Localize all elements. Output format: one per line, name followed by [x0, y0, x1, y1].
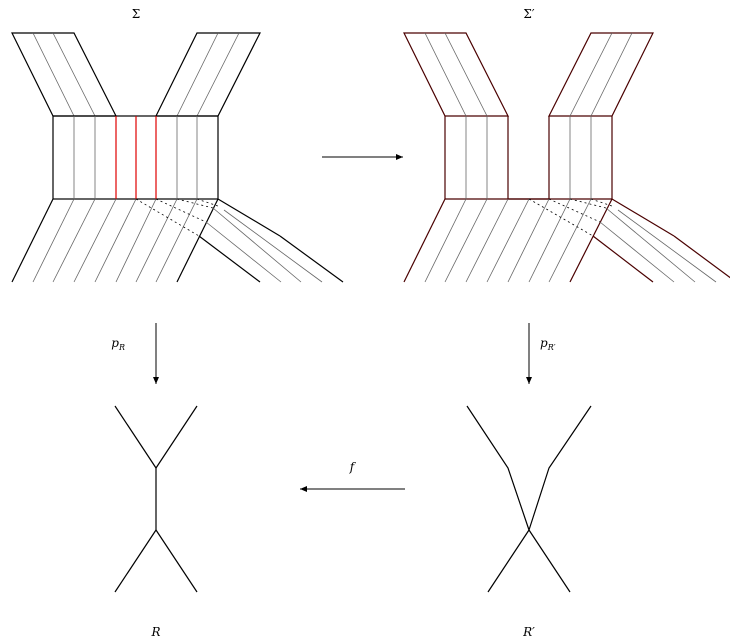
central-block-prime: [444, 116, 613, 200]
surface-sigma-prime: [403, 32, 730, 283]
band-upper-left-prime: [403, 32, 509, 117]
svg-text:pR′: pR′: [540, 336, 556, 352]
band-lower-right: [135, 198, 344, 283]
label-p-r: pR: [111, 336, 125, 352]
band-upper-left: [11, 32, 117, 117]
band-lower-left-prime: [403, 198, 613, 283]
band-upper-right-prime: [548, 32, 654, 117]
svg-text:pR: pR: [111, 336, 125, 352]
band-upper-right: [155, 32, 261, 117]
label-f: f: [349, 460, 357, 474]
surface-sigma: [11, 32, 344, 283]
label-p-r-prime: pR′: [540, 336, 556, 352]
label-r-prime: R′: [522, 625, 535, 639]
label-sigma-prime: Σ′: [523, 7, 534, 21]
label-r: R: [150, 625, 160, 639]
band-lower-right-prime: [528, 198, 730, 283]
graph-r-prime: [466, 405, 592, 593]
graph-r: [114, 405, 198, 593]
band-lower-left: [11, 198, 219, 283]
label-sigma: Σ: [132, 7, 140, 21]
central-block: [52, 115, 219, 200]
